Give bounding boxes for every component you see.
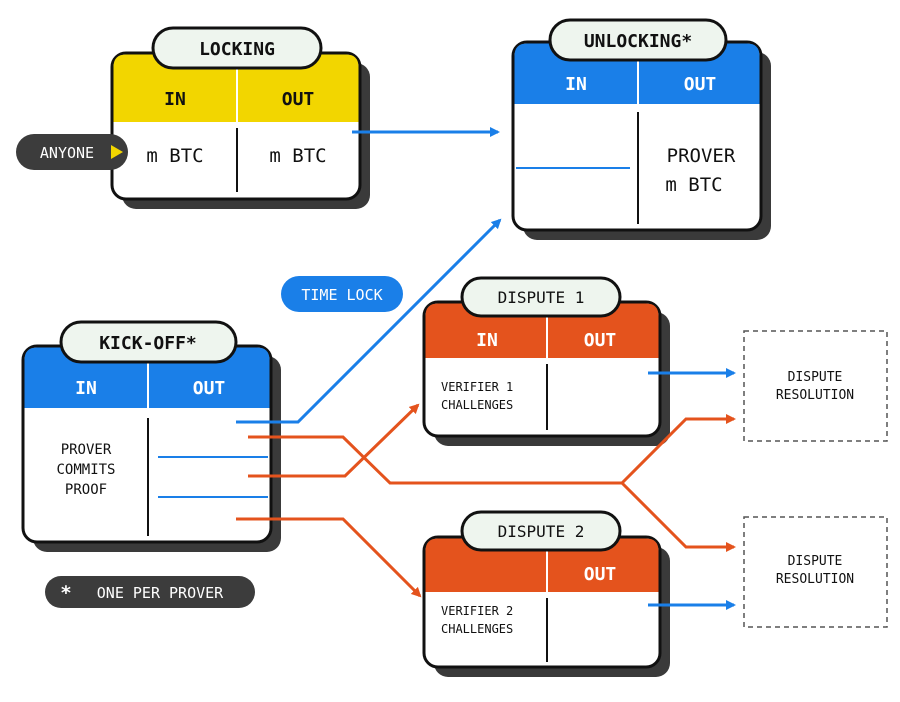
kickoff-title: KICK-OFF* xyxy=(99,333,197,354)
dispute2-in-line1: VERIFIER 2 xyxy=(441,604,513,618)
dispute1-in-header: IN xyxy=(476,330,498,351)
dispute2-title: DISPUTE 2 xyxy=(498,522,585,541)
dispute2-title-pill xyxy=(460,510,622,552)
unlocking-transaction: IN OUT PROVER m BTC UNLOCKING* xyxy=(511,18,771,240)
locking-out-header: OUT xyxy=(282,89,315,110)
resolution1-line2: RESOLUTION xyxy=(776,388,854,403)
footnote-badge: * ONE PER PROVER xyxy=(45,576,255,608)
unlocking-out-header: OUT xyxy=(684,74,717,95)
kickoff-in-line2: COMMITS xyxy=(56,462,115,478)
arrow-kickoff-to-dispute2 xyxy=(236,517,422,598)
dispute1-out-header: OUT xyxy=(584,330,617,351)
dispute-resolution-box-2: DISPUTE RESOLUTION xyxy=(743,516,888,628)
time-lock-label: TIME LOCK xyxy=(301,286,382,304)
kickoff-in-line1: PROVER xyxy=(61,442,112,458)
anyone-label: ANYONE xyxy=(40,144,94,162)
connectors xyxy=(236,127,736,610)
asterisk-icon: * xyxy=(60,582,71,604)
locking-transaction: IN OUT m BTC m BTC LOCKING xyxy=(110,26,370,209)
resolution2-line2: RESOLUTION xyxy=(776,572,854,587)
unlocking-out-line2: m BTC xyxy=(665,174,722,196)
kickoff-title-pill xyxy=(59,320,238,364)
locking-in-value: m BTC xyxy=(146,145,203,167)
locking-title-pill xyxy=(151,26,323,70)
dispute1-title-pill xyxy=(460,276,622,318)
orange-trunk xyxy=(248,435,622,485)
kickoff-transaction: IN OUT PROVER COMMITS PROOF KICK-OFF* xyxy=(21,320,281,552)
locking-title: LOCKING xyxy=(199,39,275,60)
locking-out-value: m BTC xyxy=(269,145,326,167)
resolution2-line1: DISPUTE xyxy=(788,554,843,569)
locking-in-header: IN xyxy=(164,89,186,110)
dispute2-transaction: OUT VERIFIER 2 CHALLENGES DISPUTE 2 xyxy=(422,510,670,677)
arrow-kickoff-to-dispute1 xyxy=(248,403,420,478)
dispute1-in-line2: CHALLENGES xyxy=(441,398,513,412)
arrow-kickoff-to-unlocking xyxy=(236,218,502,424)
dispute1-transaction: IN OUT VERIFIER 1 CHALLENGES DISPUTE 1 xyxy=(422,276,670,446)
anyone-badge: ANYONE xyxy=(16,134,128,170)
dispute1-title: DISPUTE 1 xyxy=(498,288,585,307)
unlocking-in-header: IN xyxy=(565,74,587,95)
kickoff-in-header: IN xyxy=(75,378,97,399)
kickoff-out-header: OUT xyxy=(193,378,226,399)
unlocking-out-line1: PROVER xyxy=(667,145,736,167)
dispute-resolution-box-1: DISPUTE RESOLUTION xyxy=(743,330,888,442)
time-lock-badge: TIME LOCK xyxy=(281,276,403,312)
dispute2-in-line2: CHALLENGES xyxy=(441,622,513,636)
unlocking-title: UNLOCKING* xyxy=(584,31,692,52)
arrow-trunk-to-resolution2 xyxy=(620,481,736,552)
play-icon xyxy=(111,145,123,159)
unlocking-title-pill xyxy=(548,18,728,62)
dispute2-out-header: OUT xyxy=(584,564,617,585)
arrow-trunk-to-resolution1 xyxy=(620,414,736,485)
footnote-text: ONE PER PROVER xyxy=(97,584,224,602)
dispute1-in-line1: VERIFIER 1 xyxy=(441,380,513,394)
kickoff-in-line3: PROOF xyxy=(65,482,107,498)
resolution1-line1: DISPUTE xyxy=(788,370,843,385)
